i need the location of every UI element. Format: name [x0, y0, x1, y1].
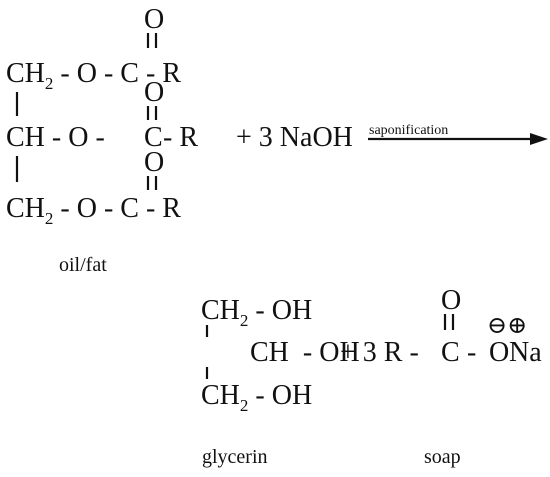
glycerin-row-1-carbon: CH: [201, 295, 240, 326]
reactant-row-1-carbon: CH: [6, 58, 45, 89]
arrow-head: [530, 133, 548, 145]
reactant-row-3-carbon: CH: [6, 193, 45, 224]
svg-text:CH2 - O - C - R: CH2 - O - C - R: [6, 58, 181, 93]
svg-text:CH2 - OH: CH2 - OH: [201, 380, 312, 415]
reactant-row-3-tail: - R: [139, 193, 181, 224]
reactant-row-2: CH - O - C - R O + 3 NaOH: [6, 77, 353, 153]
reactant-row-1-acyl-carbon: C: [120, 58, 139, 89]
reactant-row-3-link: - O -: [53, 193, 120, 224]
reactant-row-2-acyl-carbon: C: [144, 122, 163, 153]
soap-carbon: C: [441, 337, 460, 368]
svg-text:CH - OH: CH - OH: [201, 337, 395, 368]
svg-text:CH2 - O - C - R: CH2 - O - C - R: [6, 193, 181, 228]
reactant-row-1-link: - O -: [53, 58, 120, 89]
reactant-row-1-subscript: 2: [45, 74, 54, 93]
svg-text:CH - O -: CH - O -: [6, 122, 105, 153]
glycerin-row-3-subscript: 2: [240, 396, 249, 415]
reactant-row-2-carbonyl-oxygen: O: [144, 77, 164, 108]
products-plus: + 3 R -: [340, 337, 426, 368]
reactant-row-1-carbonyl-oxygen: O: [144, 4, 164, 35]
reactant-row-2-link: - O -: [45, 122, 105, 153]
reactant-row-3-carbonyl-oxygen: O: [144, 147, 164, 178]
glycerin-structure: CH2 - OH CH - OH CH2 - OH: [201, 295, 395, 415]
glycerin-row-1-subscript: 2: [240, 311, 249, 330]
soap-anion-oxygen: O: [489, 337, 509, 368]
reactant-row-2-tail: - R: [163, 122, 198, 153]
glycerin-label: glycerin: [202, 446, 268, 468]
reaction-arrow: saponification: [368, 123, 548, 145]
svg-text:CH2 - OH: CH2 - OH: [201, 295, 312, 330]
glycerin-row-2-tail: - OH: [289, 337, 360, 368]
glycerin-row-3-tail: - OH: [248, 380, 312, 411]
reactant-label: oil/fat: [59, 254, 107, 276]
soap-charges: ⊖⊕: [487, 313, 527, 339]
reactant-row-2-carbon: CH: [6, 122, 45, 153]
soap-structure: + 3 R - C - O Na O ⊖⊕: [340, 285, 542, 368]
soap-carbonyl-oxygen: O: [441, 285, 461, 316]
reactant-row-3: CH2 - O - C - R O: [6, 147, 181, 228]
reactant-row-3-subscript: 2: [45, 209, 54, 228]
reactant-row-1: CH2 - O - C - R O: [6, 4, 181, 93]
soap-cation: Na: [509, 337, 542, 368]
arrow-label: saponification: [369, 123, 448, 138]
reactant-row-1-tail: - R: [139, 58, 181, 89]
glycerin-row-1-tail: - OH: [248, 295, 312, 326]
reagent: + 3 NaOH: [236, 122, 353, 153]
soap-label: soap: [424, 446, 461, 468]
reactant-row-3-acyl-carbon: C: [120, 193, 139, 224]
glycerin-row-3-carbon: CH: [201, 380, 240, 411]
soap-link: -: [460, 337, 483, 368]
glycerin-row-2-carbon: CH: [250, 337, 289, 368]
